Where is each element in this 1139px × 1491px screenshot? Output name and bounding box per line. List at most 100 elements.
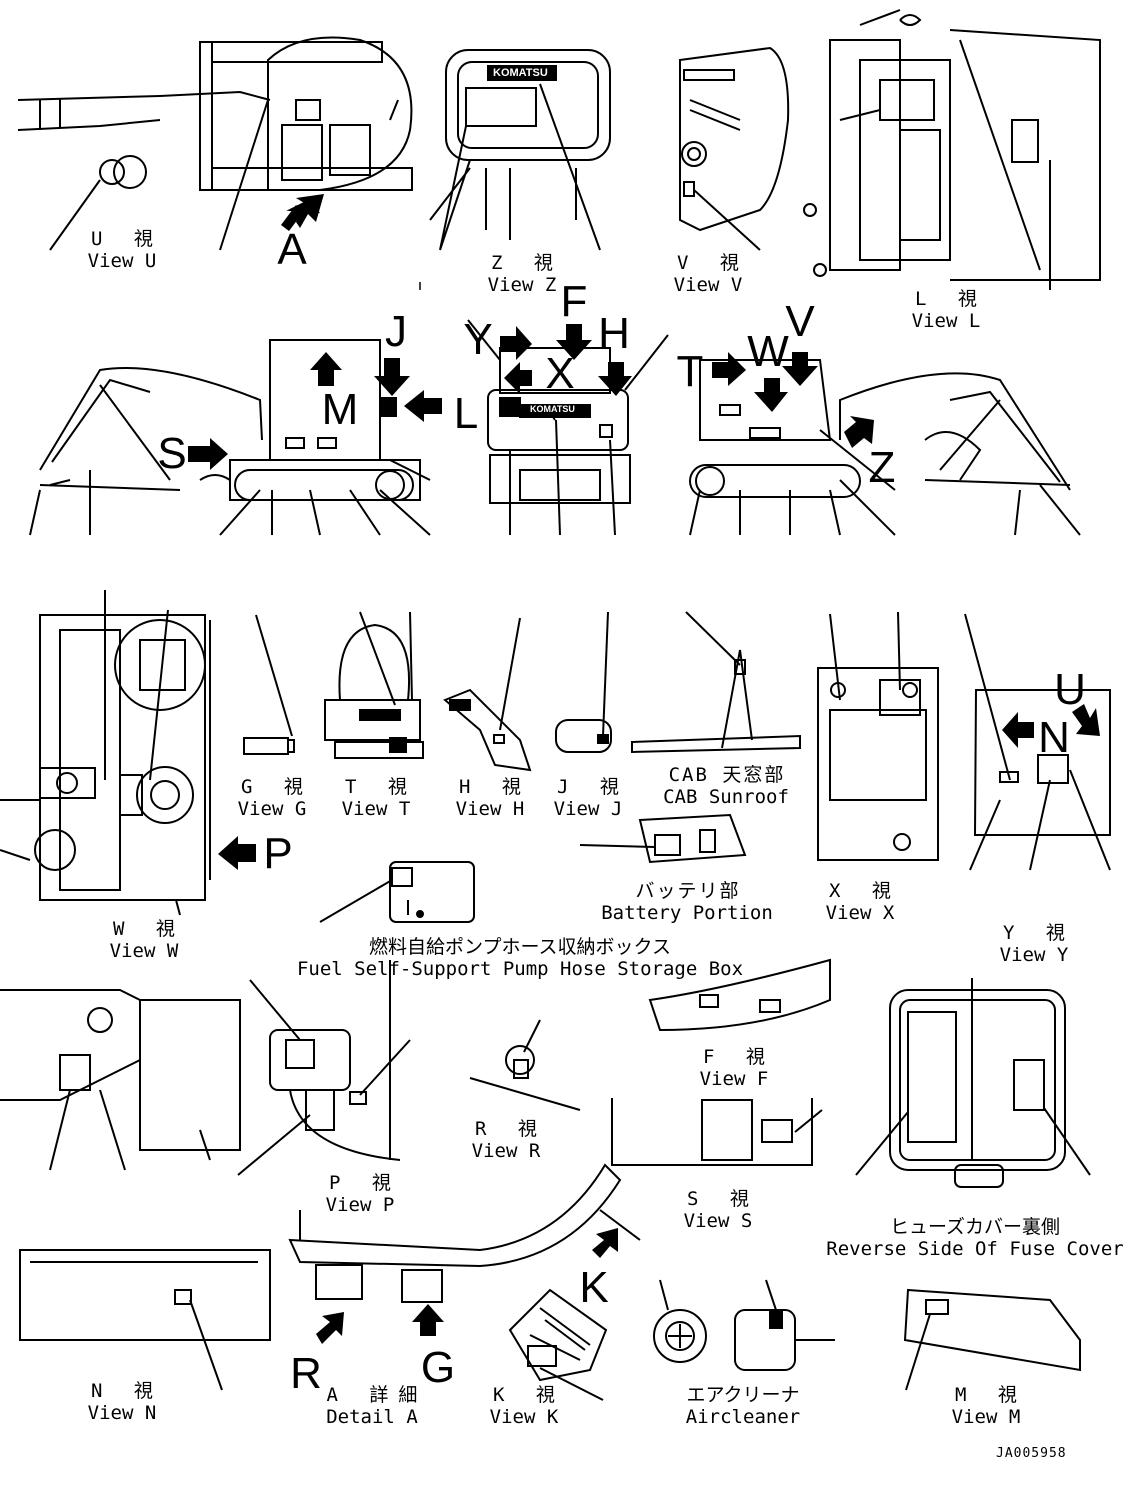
arrow-icon bbox=[712, 352, 746, 386]
label-view-k-jp: K 視 bbox=[493, 1384, 565, 1406]
view-z-drawing bbox=[429, 49, 611, 251]
label-view-j-en: View J bbox=[553, 798, 623, 820]
view-g-drawing bbox=[243, 614, 295, 755]
label-view-x-jp: X 視 bbox=[829, 880, 901, 902]
label-view-u-en: View U bbox=[87, 250, 157, 272]
view-w-drawing bbox=[0, 590, 211, 916]
view-j-drawing bbox=[555, 611, 612, 753]
label-view-n-jp: N 視 bbox=[91, 1380, 163, 1402]
label-view-r-en: View R bbox=[471, 1140, 541, 1162]
callout-letter-f: F bbox=[560, 277, 588, 326]
arrow-icon bbox=[296, 194, 324, 228]
arrow-icon bbox=[412, 1304, 444, 1336]
label-view-g-jp: G 視 bbox=[241, 776, 313, 798]
view-s-drawing bbox=[611, 1098, 823, 1166]
label-aircleaner-en: Aircleaner bbox=[685, 1406, 801, 1428]
label-view-m-jp: M 視 bbox=[955, 1384, 1027, 1406]
label-view-y-jp: Y 視 bbox=[1003, 922, 1075, 944]
callout-letter-s: S bbox=[157, 429, 187, 478]
label-fuel-box: 燃料自給ポンプホース収納ボックス Fuel Self-Support Pump … bbox=[297, 936, 743, 980]
battery-portion-drawing bbox=[579, 813, 747, 864]
arrow-icon bbox=[556, 324, 592, 360]
callout-letter-w: W bbox=[747, 327, 789, 376]
label-view-w: W 視 View W bbox=[103, 918, 185, 962]
callout-letter-y: Y bbox=[463, 315, 493, 364]
label-view-r: R 視 View R bbox=[465, 1118, 547, 1162]
callout-letter-m: M bbox=[321, 385, 359, 434]
label-detail-a: A 詳細 Detail A bbox=[317, 1384, 428, 1428]
arrow-icon bbox=[592, 1228, 618, 1258]
label-view-m-en: View M bbox=[951, 1406, 1021, 1428]
brand-text-nameplate: KOMATSU bbox=[490, 67, 551, 79]
view-m-drawing bbox=[903, 1288, 1081, 1391]
label-view-v-jp: V 視 bbox=[677, 252, 749, 274]
label-cab-sunroof-en: CAB Sunroof bbox=[663, 786, 789, 808]
label-view-k: K 視 View K bbox=[483, 1384, 565, 1428]
label-cab-sunroof: CAB 天窓部 CAB Sunroof bbox=[663, 764, 789, 808]
view-n-drawing bbox=[19, 1249, 271, 1391]
label-view-p: P 視 View P bbox=[319, 1172, 401, 1216]
label-view-w-jp: W 視 bbox=[113, 918, 185, 940]
label-detail-a-jp: A 詳細 bbox=[326, 1384, 428, 1406]
arrow-icon bbox=[218, 836, 256, 870]
view-t-drawing bbox=[324, 611, 424, 759]
label-view-t: T 視 View T bbox=[335, 776, 417, 820]
label-view-y-en: View Y bbox=[999, 944, 1069, 966]
view-h-drawing bbox=[443, 617, 532, 772]
view-f-drawing bbox=[648, 958, 831, 1032]
fuse-cover-drawing bbox=[855, 978, 1091, 1188]
detail-a-drawing bbox=[288, 1163, 622, 1303]
callout-letter-g: G bbox=[420, 1343, 456, 1392]
label-view-w-en: View W bbox=[109, 940, 179, 962]
label-view-v-en: View V bbox=[673, 274, 743, 296]
document-id: JA005958 bbox=[996, 1446, 1067, 1461]
arrow-icon bbox=[1072, 704, 1100, 736]
callout-letter-j: J bbox=[385, 307, 407, 356]
callout-letter-p: P bbox=[263, 829, 293, 878]
label-view-z: Z 視 View Z bbox=[481, 252, 563, 296]
label-battery-portion: バッテリ部 Battery Portion bbox=[601, 880, 773, 924]
label-battery-portion-en: Battery Portion bbox=[601, 902, 773, 924]
label-view-n-en: View N bbox=[87, 1402, 157, 1424]
view-v-drawing bbox=[679, 46, 790, 251]
label-fuel-box-jp: 燃料自給ポンプホース収納ボックス bbox=[369, 936, 671, 958]
callout-letter-z: Z bbox=[868, 443, 896, 492]
callout-letter-r: R bbox=[290, 1349, 322, 1398]
callout-arrows bbox=[188, 194, 1100, 1344]
label-view-l-en: View L bbox=[911, 310, 981, 332]
label-view-t-jp: T 視 bbox=[345, 776, 417, 798]
arrow-icon bbox=[754, 378, 788, 412]
callout-letter-t: T bbox=[676, 347, 704, 396]
label-view-x-en: View X bbox=[825, 902, 895, 924]
callout-letter-u: U bbox=[1054, 665, 1086, 714]
arrow-icon bbox=[404, 390, 442, 422]
label-fuse-cover-jp: ヒューズカバー裏側 bbox=[889, 1216, 1061, 1238]
label-view-f-jp: F 視 bbox=[703, 1046, 775, 1068]
label-view-s-jp: S 視 bbox=[687, 1188, 759, 1210]
label-view-h: H 視 View H bbox=[449, 776, 531, 820]
label-view-k-en: View K bbox=[489, 1406, 559, 1428]
callout-letter-h: H bbox=[598, 309, 630, 358]
label-aircleaner-jp: エアクリーナ bbox=[686, 1384, 800, 1406]
callout-letter-k: K bbox=[579, 1263, 609, 1312]
label-view-s-en: View S bbox=[683, 1210, 753, 1232]
label-battery-portion-jp: バッテリ部 bbox=[635, 880, 741, 902]
callout-letter-a: A bbox=[277, 225, 307, 274]
view-p-drawing bbox=[237, 960, 411, 1176]
engine-upper-drawing bbox=[0, 989, 241, 1171]
view-r-drawing bbox=[469, 1019, 581, 1111]
excavator-right-side-drawing bbox=[689, 359, 1081, 536]
label-aircleaner: エアクリーナ Aircleaner bbox=[686, 1384, 800, 1428]
label-view-r-jp: R 視 bbox=[475, 1118, 547, 1140]
label-view-p-jp: P 視 bbox=[329, 1172, 401, 1194]
label-view-n: N 視 View N bbox=[81, 1380, 163, 1424]
arrow-icon bbox=[504, 362, 532, 394]
label-view-l: L 視 View L bbox=[905, 288, 987, 332]
arrow-icon bbox=[316, 1312, 344, 1344]
cab-sunroof-drawing bbox=[631, 611, 801, 754]
label-view-y: Y 視 View Y bbox=[993, 922, 1075, 966]
label-view-s: S 視 View S bbox=[677, 1188, 759, 1232]
label-fuse-cover-en: Reverse Side Of Fuse Cover bbox=[826, 1238, 1124, 1260]
